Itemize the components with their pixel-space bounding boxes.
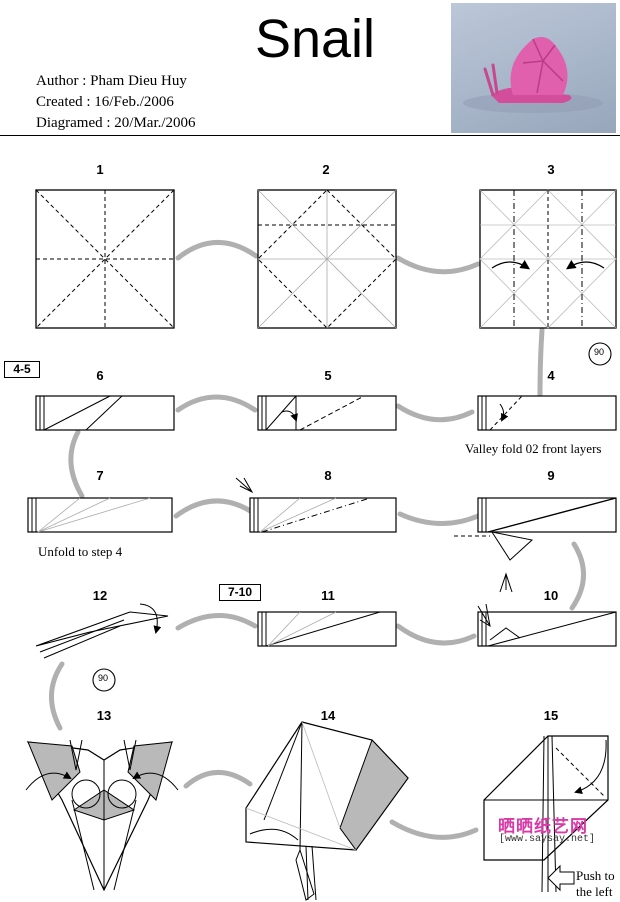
header-divider [0,135,620,136]
step-3-square [479,189,617,329]
step-connectors [49,240,586,840]
step-number-12: 12 [92,588,108,603]
step-14-model [245,721,409,901]
step-7-strip [27,497,173,533]
step-number-7: 7 [96,468,104,483]
step-8-strip [235,477,397,533]
step-4-caption: Valley fold 02 front layers [465,441,602,456]
step-number-6: 6 [96,368,104,383]
step-number-2: 2 [322,162,330,177]
step-number-1: 1 [96,162,104,177]
step-number-14: 14 [320,708,336,723]
step-2-square [257,189,397,329]
step-number-4: 4 [547,368,555,383]
step-6-strip [35,395,175,431]
step-number-10: 10 [543,588,559,603]
site-watermark-url: [www.saysay.net] [499,834,596,845]
step-9-strip [454,497,617,593]
author-line: Author : Pham Dieu Huy [36,73,187,89]
rotate-90-label-b: 90 [98,673,109,683]
created-line: Created : 16/Feb./2006 [36,94,174,110]
step-number-13: 13 [96,708,112,723]
diagramed-line: Diagramed : 20/Mar./2006 [36,115,196,131]
snail-photo [451,3,616,133]
step-4-strip [477,395,617,431]
step-number-11: 11 [321,588,335,603]
step-number-5: 5 [324,368,332,383]
step-number-15: 15 [543,708,559,723]
step-number-8: 8 [324,468,332,483]
step-7-caption: Unfold to step 4 [38,544,123,559]
site-watermark: 晒晒纸艺网 [498,817,588,837]
ref-label-4-5: 4-5 [4,361,40,378]
step-10-strip [477,603,617,647]
rotate-90-symbol-a [588,342,612,366]
step-12-folded [35,603,169,659]
step-15-caption-line2: the left [576,884,613,899]
step-1-square [35,189,175,329]
step-11-strip [257,611,397,647]
step-15-model [483,735,609,893]
step-15-caption-line1: Push to [576,868,615,883]
rotate-90-symbol-b [92,668,116,692]
step-5-strip [257,395,397,431]
step-number-9: 9 [547,468,555,483]
rotate-90-label-a: 90 [594,347,605,357]
ref-label-7-10: 7-10 [219,584,261,601]
diagram-title: Snail [254,9,376,69]
step-number-3: 3 [547,162,555,177]
step-13-model [25,739,179,892]
